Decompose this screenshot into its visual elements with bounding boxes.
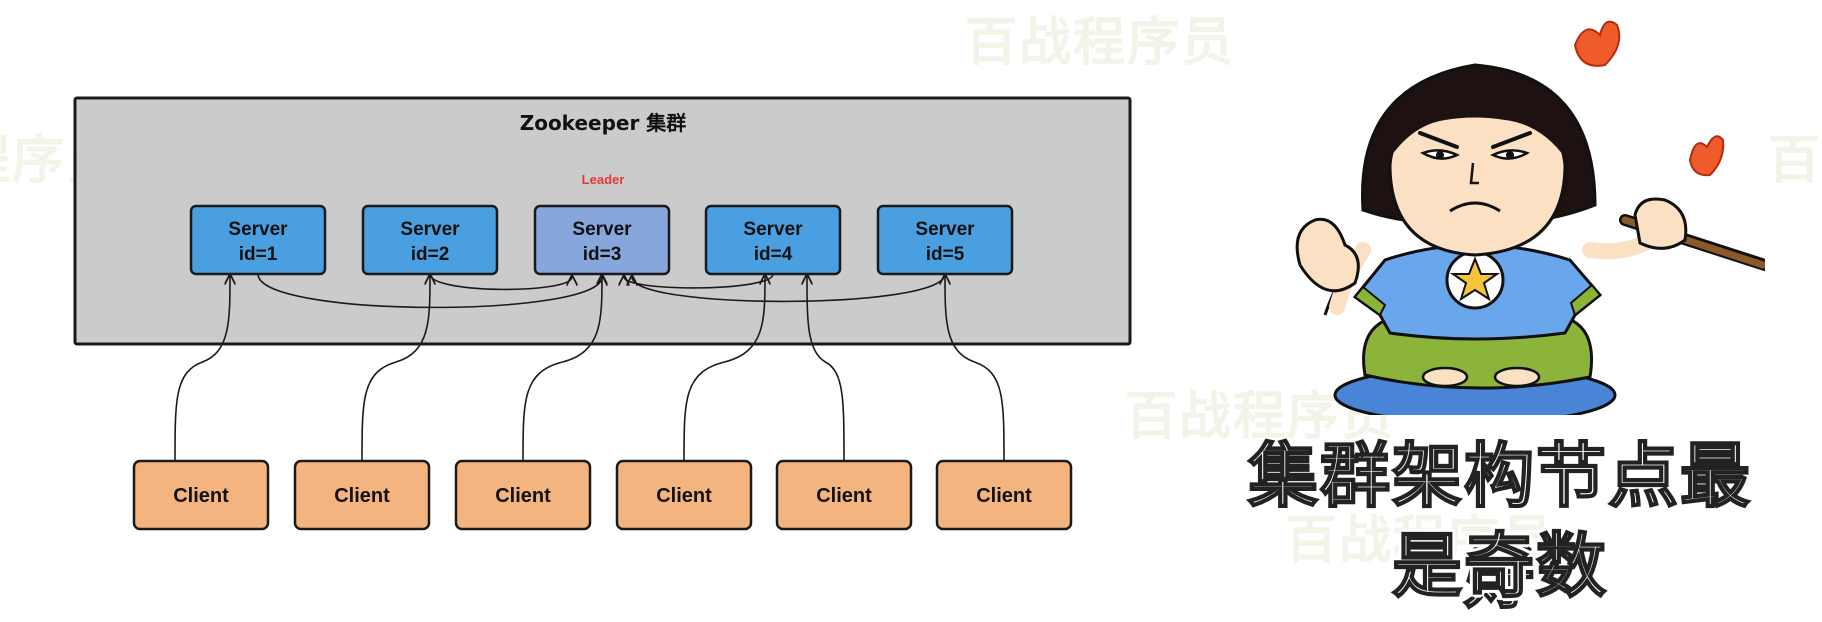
angry-girl-illustration [1295, 20, 1765, 415]
leader-server-box [533, 204, 671, 276]
server-id: id=2 [411, 244, 450, 265]
client-label: Client [816, 485, 872, 507]
client-box [615, 459, 753, 531]
leader-label: Leader [582, 172, 625, 187]
client-server-link [807, 276, 845, 462]
server-node: Server id=4 [704, 204, 842, 276]
server-box [704, 204, 842, 276]
client-server-link [945, 276, 1005, 462]
client-box [293, 459, 431, 531]
client-node: Client [293, 459, 431, 531]
client-node: Client [615, 459, 753, 531]
client-node: Client [775, 459, 913, 531]
client-server-link [361, 276, 430, 462]
client-server-link [683, 276, 765, 462]
client-box [935, 459, 1073, 531]
client-box [454, 459, 592, 531]
client-group: Client Client Client Client Client Client [132, 459, 1073, 531]
server-id: id=3 [583, 244, 622, 265]
server-node: Server id=5 [876, 204, 1014, 276]
follower-leader-link [429, 273, 572, 291]
client-label: Client [976, 485, 1032, 507]
client-label: Client [495, 485, 551, 507]
watermark: 百战程序员 [1768, 131, 1822, 191]
server-id: id=5 [926, 244, 965, 265]
connections [174, 273, 1005, 462]
client-box [775, 459, 913, 531]
server-id: id=1 [239, 244, 278, 265]
server-box [189, 204, 327, 276]
server-group: Server id=1 Server id=2 Server id=3 Server id=4… [189, 204, 1014, 276]
client-server-link [174, 276, 230, 462]
server-name: Server [915, 219, 975, 240]
client-node: Client [454, 459, 592, 531]
server-node: Server id=1 [189, 204, 327, 276]
watermark: 百战程序员 [965, 13, 1236, 73]
server-box [876, 204, 1014, 276]
client-node: Client [132, 459, 270, 531]
client-server-link [522, 276, 602, 462]
server-node: Server id=3 [533, 204, 671, 276]
caption-line-2: 是奇数 [1391, 524, 1608, 608]
server-name: Server [400, 219, 460, 240]
server-name: Server [572, 219, 632, 240]
client-label: Client [334, 485, 390, 507]
cluster-title: Zookeeper 集群 [520, 111, 687, 135]
client-node: Client [935, 459, 1073, 531]
server-id: id=4 [754, 244, 793, 265]
server-name: Server [228, 219, 288, 240]
client-label: Client [173, 485, 229, 507]
client-label: Client [656, 485, 712, 507]
caption-line-1: 集群架构节点最好 [1247, 434, 1752, 619]
follower-leader-link [632, 273, 946, 303]
client-box [132, 459, 270, 531]
watermark: 百战程序员 [1285, 511, 1556, 571]
server-box [361, 204, 499, 276]
server-name: Server [743, 219, 803, 240]
server-node: Server id=2 [361, 204, 499, 276]
follower-leader-link [257, 273, 602, 309]
